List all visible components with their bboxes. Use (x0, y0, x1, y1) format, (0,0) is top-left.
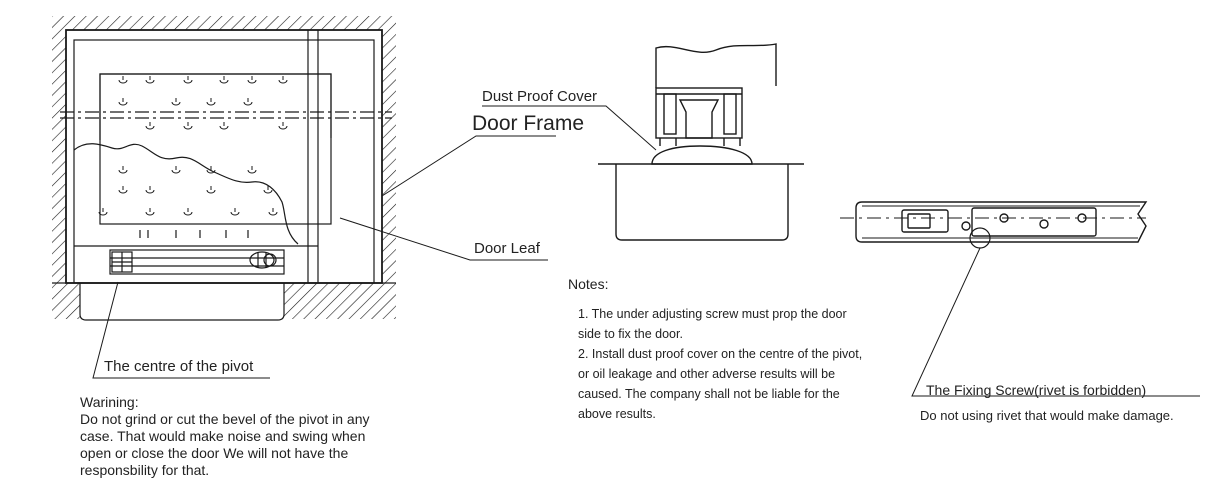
notes-line: caused. The company shall not be liable … (578, 387, 840, 401)
inner-frame (73, 39, 375, 284)
slot-inner (907, 213, 931, 229)
pivot-bar (109, 249, 285, 275)
door-frame-leader (381, 135, 556, 197)
screw-window (971, 207, 1097, 237)
left-leader-lines (92, 135, 556, 379)
plate-body (855, 201, 1148, 243)
door-assembly-drawing (52, 16, 396, 321)
notes-line: 1. The under adjusting screw must prop t… (578, 307, 847, 321)
pivot-centre-leader (92, 281, 270, 379)
notes-line: above results. (578, 407, 656, 421)
door-leaf-inner (99, 73, 332, 225)
notes-title: Notes: (568, 276, 609, 292)
door-leaf-label: Door Leaf (474, 240, 540, 257)
rail-tick-marks (139, 230, 249, 238)
wall-hatching (52, 16, 396, 283)
dust-cover-leader (482, 105, 657, 151)
floor-box-section (615, 164, 789, 241)
dust-cover-cap (651, 145, 753, 165)
warning-line: open or close the door We will not have … (80, 445, 349, 461)
door-frame-label: Door Frame (472, 112, 585, 135)
fixing-screw-leader (911, 247, 1200, 397)
warning-block: Warining: Do not grind or cut the bevel … (80, 394, 370, 479)
notes-line: side to fix the door. (578, 327, 683, 341)
warning-line: case. That would make noise and swing wh… (80, 428, 366, 444)
outer-frame (65, 29, 383, 284)
warning-line: Do not grind or cut the bevel of the piv… (80, 411, 370, 427)
fixing-plate-drawing (840, 201, 1148, 249)
door-studs (98, 76, 288, 216)
door-leaf-leader (339, 217, 548, 261)
fixing-screw-note: Do not using rivet that would make damag… (920, 408, 1174, 423)
shaft (655, 43, 777, 88)
floor-box (79, 283, 285, 321)
torn-edge (73, 143, 299, 245)
notes-line: or oil leakage and other adverse results… (578, 367, 836, 381)
pivot-roller (249, 251, 275, 269)
floor-hatching-left (52, 283, 80, 319)
warning-title: Warining: (80, 394, 139, 410)
pivot-centre-label: The centre of the pivot (104, 358, 254, 375)
dust-proof-cover-label: Dust Proof Cover (482, 88, 598, 105)
fixing-screw-label: The Fixing Screw(rivet is forbidden) (926, 382, 1147, 398)
warning-line: responsbility for that. (80, 462, 210, 478)
door-leaf-upper (99, 73, 332, 140)
pivot-housing (655, 87, 743, 139)
notes-line: 2. Install dust proof cover on the centr… (578, 347, 863, 361)
dust-cover-section (598, 43, 804, 241)
slot-outer (901, 209, 949, 233)
floor-hatching-right (284, 283, 396, 319)
notes-block: 1. The under adjusting screw must prop t… (578, 304, 862, 424)
